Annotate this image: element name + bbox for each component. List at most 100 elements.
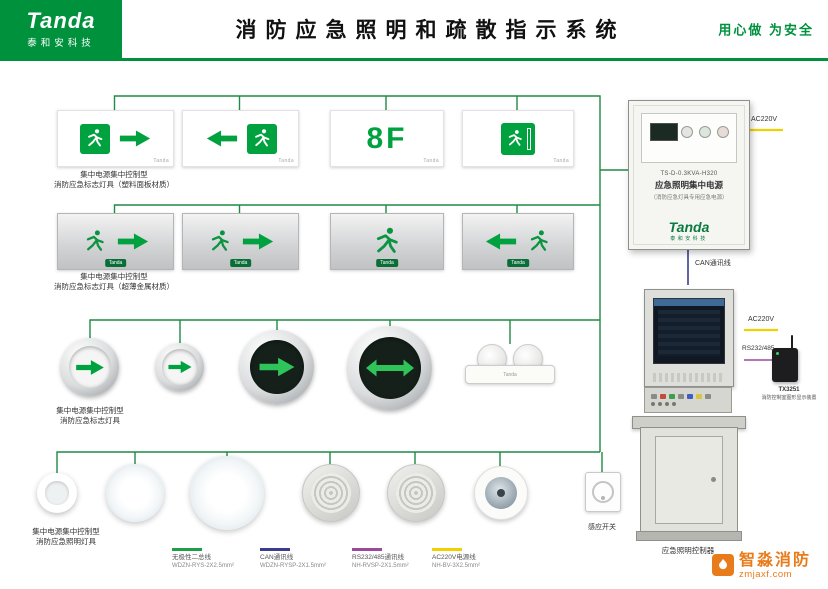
can-bus-label: CAN通讯线 bbox=[695, 260, 731, 267]
tx-module-model: TX3251 bbox=[778, 387, 800, 393]
cabinet-subtitle: （消防应急灯具专用应急电源） bbox=[650, 195, 728, 201]
indicator-light bbox=[651, 402, 655, 406]
panel-button bbox=[651, 394, 657, 399]
arrow-left-icon bbox=[484, 231, 518, 252]
panel-button bbox=[705, 394, 711, 399]
brand-company: 泰和安科技 bbox=[27, 37, 95, 49]
running-man-icon bbox=[246, 123, 277, 154]
legend-swatch bbox=[260, 548, 290, 551]
indicator-light bbox=[658, 402, 662, 406]
ring-downlight-small bbox=[37, 473, 77, 513]
tx-network-module bbox=[772, 335, 798, 382]
brand-logo: Tanda 泰和安科技 bbox=[0, 0, 122, 58]
console-monitor bbox=[644, 289, 734, 387]
downlight-recessed-2 bbox=[387, 464, 445, 522]
exit-sign-metal-man-right-2: Tanda bbox=[182, 213, 299, 270]
screen-titlebar bbox=[654, 299, 724, 306]
arrow-right-icon bbox=[241, 231, 275, 252]
cabinet-nameplate: TS-D-0.3KVA-H320 应急照明集中电源 （消防应急灯具专用应急电源） bbox=[633, 171, 745, 201]
emergency-power-cabinet: TS-D-0.3KVA-H320 应急照明集中电源 （消防应急灯具专用应急电源）… bbox=[628, 100, 750, 250]
arrow-right-icon bbox=[116, 231, 150, 252]
exit-sign-plastic-door: Tanda bbox=[462, 110, 574, 167]
running-man-icon bbox=[82, 229, 108, 255]
watermark-url: zmjaxf.com bbox=[739, 569, 793, 580]
legend-swatch bbox=[172, 548, 202, 551]
legend-swatch bbox=[432, 548, 462, 551]
arrow-right-icon bbox=[167, 359, 193, 375]
downlight-recessed-1 bbox=[302, 464, 360, 522]
panel-button bbox=[669, 394, 675, 399]
running-man-icon bbox=[79, 123, 110, 154]
console-base bbox=[636, 531, 742, 541]
indicator-light bbox=[717, 126, 729, 138]
row1-label: 集中电源集中控制型 消防应急标志灯具（塑料面板材质） bbox=[54, 170, 174, 189]
sensor-switch bbox=[585, 472, 621, 512]
row2-label: 集中电源集中控制型 消防应急标志灯具（超薄金属材质） bbox=[54, 272, 174, 291]
watermark: 智淼消防 zmjaxf.com bbox=[712, 552, 811, 581]
buried-light-arrow-right bbox=[61, 338, 119, 396]
sign-brand: Tanda bbox=[423, 158, 439, 164]
sign-brand-tag: Tanda bbox=[104, 259, 127, 267]
legend-item-rs232: RS232/485通讯线 NH-RVSP-2X1.5mm² bbox=[352, 548, 440, 570]
header-slogan: 用心做 为安全 bbox=[718, 22, 814, 38]
monitor-screen bbox=[653, 298, 725, 364]
bus-wires-green bbox=[56, 95, 628, 473]
sign-brand: Tanda bbox=[553, 158, 569, 164]
sign-brand-tag: Tanda bbox=[507, 259, 529, 267]
screen-content bbox=[658, 310, 720, 356]
running-man-icon bbox=[371, 226, 403, 258]
cabinet-inner-frame bbox=[633, 105, 745, 245]
cabinet-name: 应急照明集中电源 bbox=[654, 180, 723, 190]
led-row bbox=[651, 402, 725, 406]
arrow-right-icon bbox=[74, 358, 106, 377]
legend-item-can: CAN通讯线 WDZN-RYSP-2X1.5mm² bbox=[260, 548, 348, 570]
switch-knob bbox=[592, 481, 614, 503]
exit-sign-metal-man: Tanda bbox=[330, 213, 444, 270]
floor-number-text: 8F bbox=[366, 121, 408, 155]
sign-brand: Tanda bbox=[153, 158, 169, 164]
panel-button bbox=[660, 394, 666, 399]
panel-button bbox=[696, 394, 702, 399]
brand-name: Tanda bbox=[26, 7, 96, 33]
cabinet-display bbox=[650, 123, 678, 141]
exit-sign-metal-man-right: Tanda bbox=[57, 213, 174, 270]
buried-light-dark-arrow-right bbox=[240, 330, 314, 404]
twin-spot-body: Tanda bbox=[465, 365, 555, 384]
exit-sign-metal-arrow-left: Tanda bbox=[462, 213, 574, 270]
lighting-controller-console bbox=[630, 285, 746, 541]
legend-item-bus: 无极性二总线 WDZN-RYS-2X2.5mm² bbox=[172, 548, 260, 570]
sign-brand-tag: Tanda bbox=[229, 259, 252, 267]
sensor-switch-label: 感应开关 bbox=[588, 524, 616, 531]
ac220v-label-controller: AC220V bbox=[748, 316, 775, 323]
arrow-right-icon bbox=[118, 128, 152, 149]
panel-button bbox=[678, 394, 684, 399]
antenna-icon bbox=[791, 335, 793, 348]
twin-spot-emergency-light: Tanda bbox=[465, 344, 555, 384]
cabinet-door bbox=[655, 436, 723, 524]
cabinet-indicators bbox=[681, 126, 729, 138]
double-arrow-icon bbox=[366, 357, 414, 379]
buried-light-arrow-right-small bbox=[156, 343, 204, 391]
row4-label: 集中电源集中控制型 消防应急照明灯具 bbox=[32, 527, 100, 546]
legend-swatch bbox=[352, 548, 382, 551]
page-title: 消防应急照明和疏散指示系统 bbox=[235, 19, 626, 42]
indicator-light bbox=[665, 402, 669, 406]
cabinet-control-panel bbox=[641, 113, 737, 163]
cabinet-model: TS-D-0.3KVA-H320 bbox=[660, 171, 718, 177]
exit-sign-plastic-arrow-left: Tanda bbox=[182, 110, 299, 167]
controller-label: 应急照明控制器 bbox=[661, 546, 715, 555]
indicator-light bbox=[776, 352, 779, 355]
round-panel-light-large bbox=[190, 456, 264, 530]
watermark-name: 智淼消防 bbox=[739, 552, 812, 569]
legend-item-power: AC220V电源线 NH-BV-3X2.5mm² bbox=[432, 548, 520, 570]
console-button-panel bbox=[644, 387, 732, 413]
running-man-icon bbox=[526, 229, 552, 255]
sign-brand-tag: Tanda bbox=[376, 259, 398, 267]
row3-label: 集中电源集中控制型 消防应急标志灯具 bbox=[56, 406, 124, 425]
console-lower-cabinet bbox=[640, 427, 738, 533]
exit-sign-plastic-man-right: Tanda bbox=[57, 110, 174, 167]
panel-button bbox=[687, 394, 693, 399]
door-frame bbox=[527, 127, 531, 150]
